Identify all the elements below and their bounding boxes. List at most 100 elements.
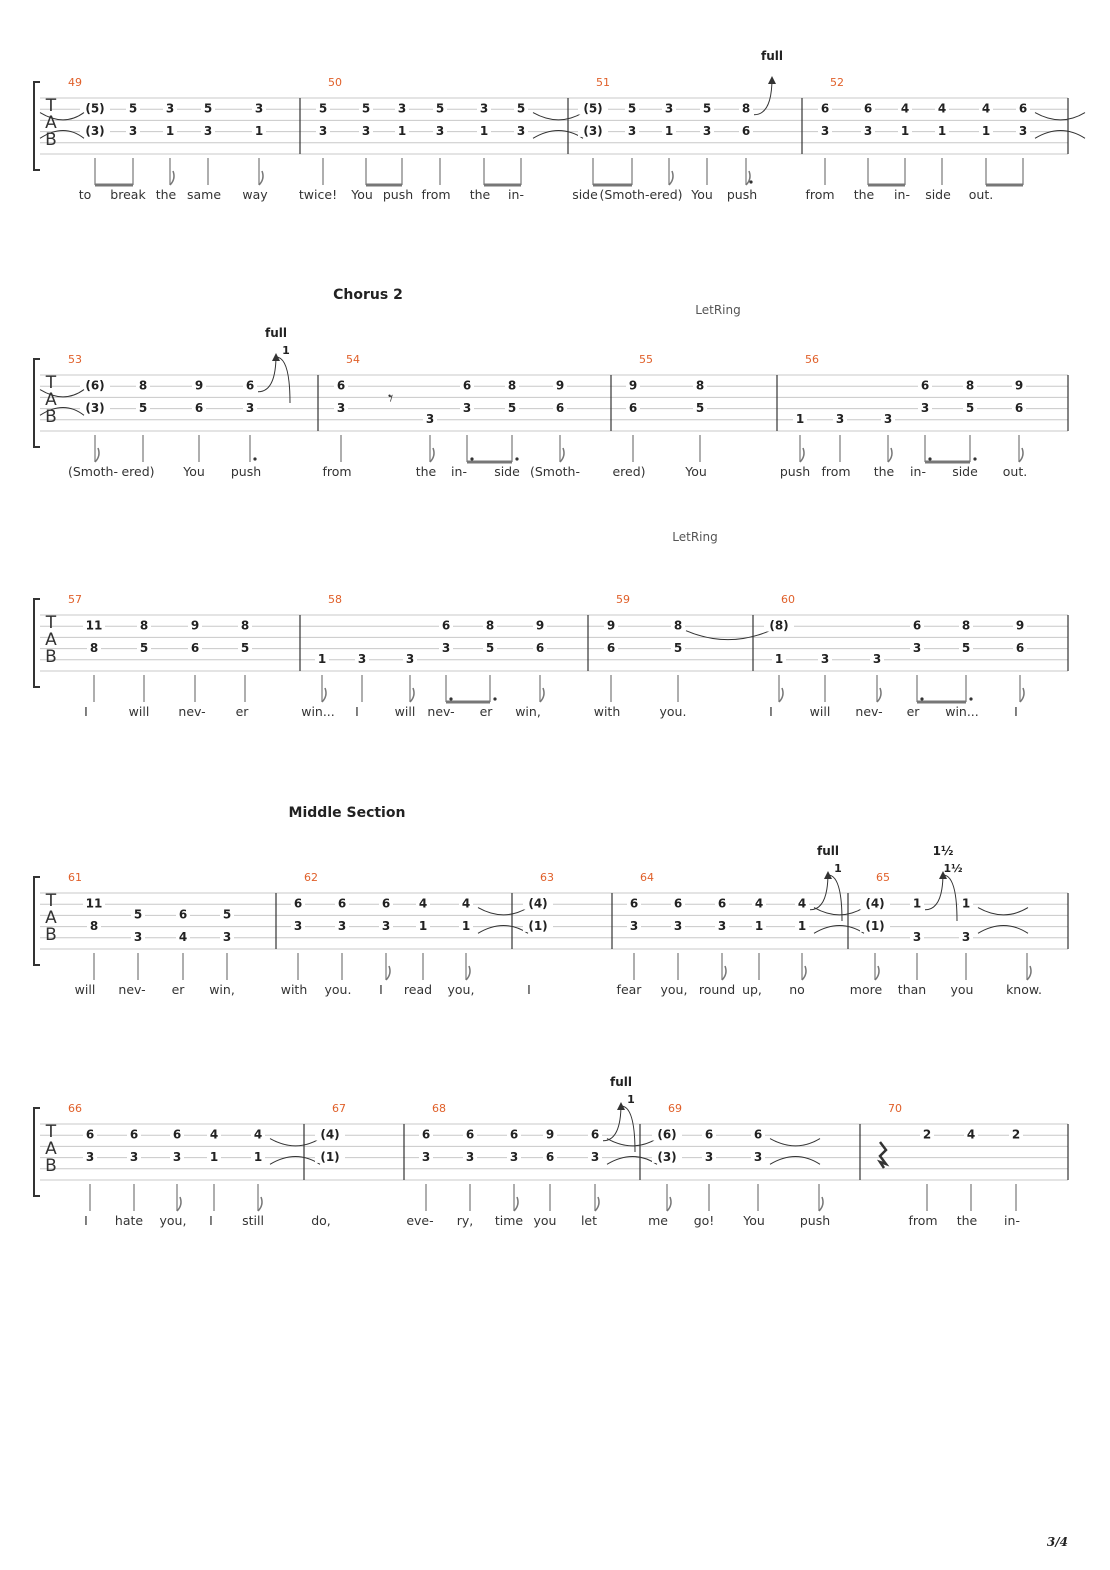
fret-bg [220,908,234,921]
fret-bg [979,124,993,137]
fret-bg [201,102,215,115]
tab-clef-letter: A [45,390,57,410]
fret-bg [910,897,924,910]
lyric-word: break [110,187,146,202]
fret-bg [335,919,349,932]
fret-number: 1 [775,652,783,666]
lyric-word: win, [209,982,235,997]
fret-bg [1012,401,1026,414]
fret-number: (4) [865,897,884,911]
fret-number: 5 [962,641,970,655]
lyric-word: know. [1006,982,1042,997]
fret-bg [251,1128,265,1141]
measure-number: 53 [68,353,82,366]
fret-number: 11 [86,897,103,911]
fret-bg [136,401,150,414]
fret-number: 5 [241,641,249,655]
note-flag [176,1196,182,1212]
fret-number: 9 [1016,619,1024,633]
fret-number: 3 [436,124,444,138]
lyric-word: in- [1004,1213,1020,1228]
note-flag [745,170,751,186]
fret-bg [739,102,753,115]
measure-number: 50 [328,76,342,89]
fret-number: 1 [982,124,990,138]
release-curve [827,874,843,922]
system-bracket [33,598,40,688]
fret-bg [439,619,453,632]
fret-bg [163,124,177,137]
fret-bg [433,124,447,137]
system-bracket [33,1107,40,1197]
fret-number: 5 [319,102,327,116]
bend-arrowhead [768,76,776,84]
lyric-word: you, [661,982,688,997]
tie-top [477,907,529,916]
fret-number: 9 [536,619,544,633]
fret-number: 6 [742,124,750,138]
quarter-rest [876,1141,890,1169]
fret-bg [671,919,685,932]
fret-number: 5 [223,908,231,922]
tab-clef-letter: B [45,130,57,150]
fret-bg [188,619,202,632]
fret-bg [507,1150,521,1163]
measure-number: 60 [781,593,795,606]
lyric-word: more [850,982,883,997]
fret-bg [861,124,875,137]
fret-number: 6 [382,897,390,911]
fret-number: 1 [755,919,763,933]
fret-bg [662,102,676,115]
fret-number: 6 [179,908,187,922]
fret-bg [662,124,676,137]
lyric-word: the [854,187,875,202]
note-flag [874,965,880,981]
tie-top [269,1138,321,1147]
fret-number: 3 [821,124,829,138]
lyric-word: I [527,982,531,997]
lyric-word: win... [945,704,979,719]
fret-number: 4 [901,102,909,116]
fret-number: 3 [319,124,327,138]
note-flag [559,447,565,463]
fret-bg [1013,641,1027,654]
fret-number: 3 [962,930,970,944]
fret-number: 4 [755,897,763,911]
fret-number: 8 [90,641,98,655]
release-curve [275,356,291,404]
fret-bg [604,619,618,632]
fret-number: 3 [884,412,892,426]
fret-bg [460,379,474,392]
fret-number: 5 [674,641,682,655]
lyric-word: I [84,1213,88,1228]
fret-bg [243,379,257,392]
lyric-word: push [383,187,413,202]
fret-number: 3 [223,930,231,944]
fret-number: 8 [966,379,974,393]
lyric-word: You [742,1213,765,1228]
fret-bg [459,919,473,932]
fret-number: 3 [173,1150,181,1164]
fret-bg [795,897,809,910]
fret-bg [920,1128,934,1141]
lyric-word: win, [515,704,541,719]
note-flag [668,170,674,186]
fret-number: 3 [674,919,682,933]
fret-bg [959,931,973,944]
fret-bg [964,1128,978,1141]
lyric-word: twice! [299,187,337,202]
fret-number: 6 [705,1128,713,1142]
fret-number: 3 [628,124,636,138]
fret-bg [918,379,932,392]
lyric-word: you. [325,982,352,997]
fret-number: 3 [466,1150,474,1164]
tab-clef-letter: T [45,1122,57,1142]
fret-bg [220,931,234,944]
fret-bg [963,401,977,414]
fret-number: 8 [140,619,148,633]
fret-number: 3 [591,1150,599,1164]
fret-bg [860,919,890,932]
fret-bg [543,1128,557,1141]
tie-top [1034,112,1086,121]
